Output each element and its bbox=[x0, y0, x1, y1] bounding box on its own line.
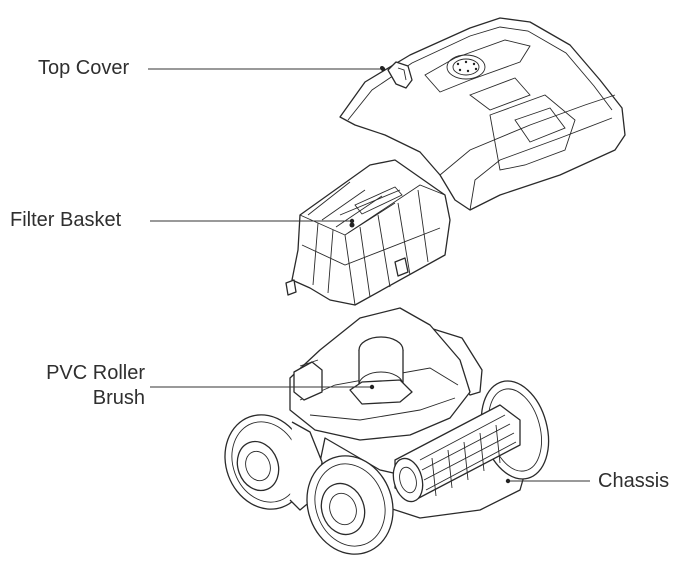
chassis-leader-dot bbox=[505, 478, 511, 484]
top-cover-leader-dot bbox=[380, 66, 386, 72]
top-cover-label: Top Cover bbox=[38, 57, 130, 79]
chassis-label: Chassis bbox=[598, 470, 670, 492]
pvc-roller-brush-leader-dot bbox=[369, 384, 375, 390]
pvc-roller-brush-label-line1: PVC Roller bbox=[46, 362, 145, 384]
filter-basket-leader-dot bbox=[349, 218, 355, 224]
top-cover-part bbox=[339, 17, 626, 211]
filter-basket-label: Filter Basket bbox=[10, 209, 122, 231]
pvc-roller-brush-part bbox=[392, 404, 521, 503]
left-rear-wheel bbox=[306, 455, 394, 555]
pvc-roller-brush-label-line2: Brush bbox=[92, 387, 145, 409]
filter-basket-part bbox=[285, 159, 451, 306]
